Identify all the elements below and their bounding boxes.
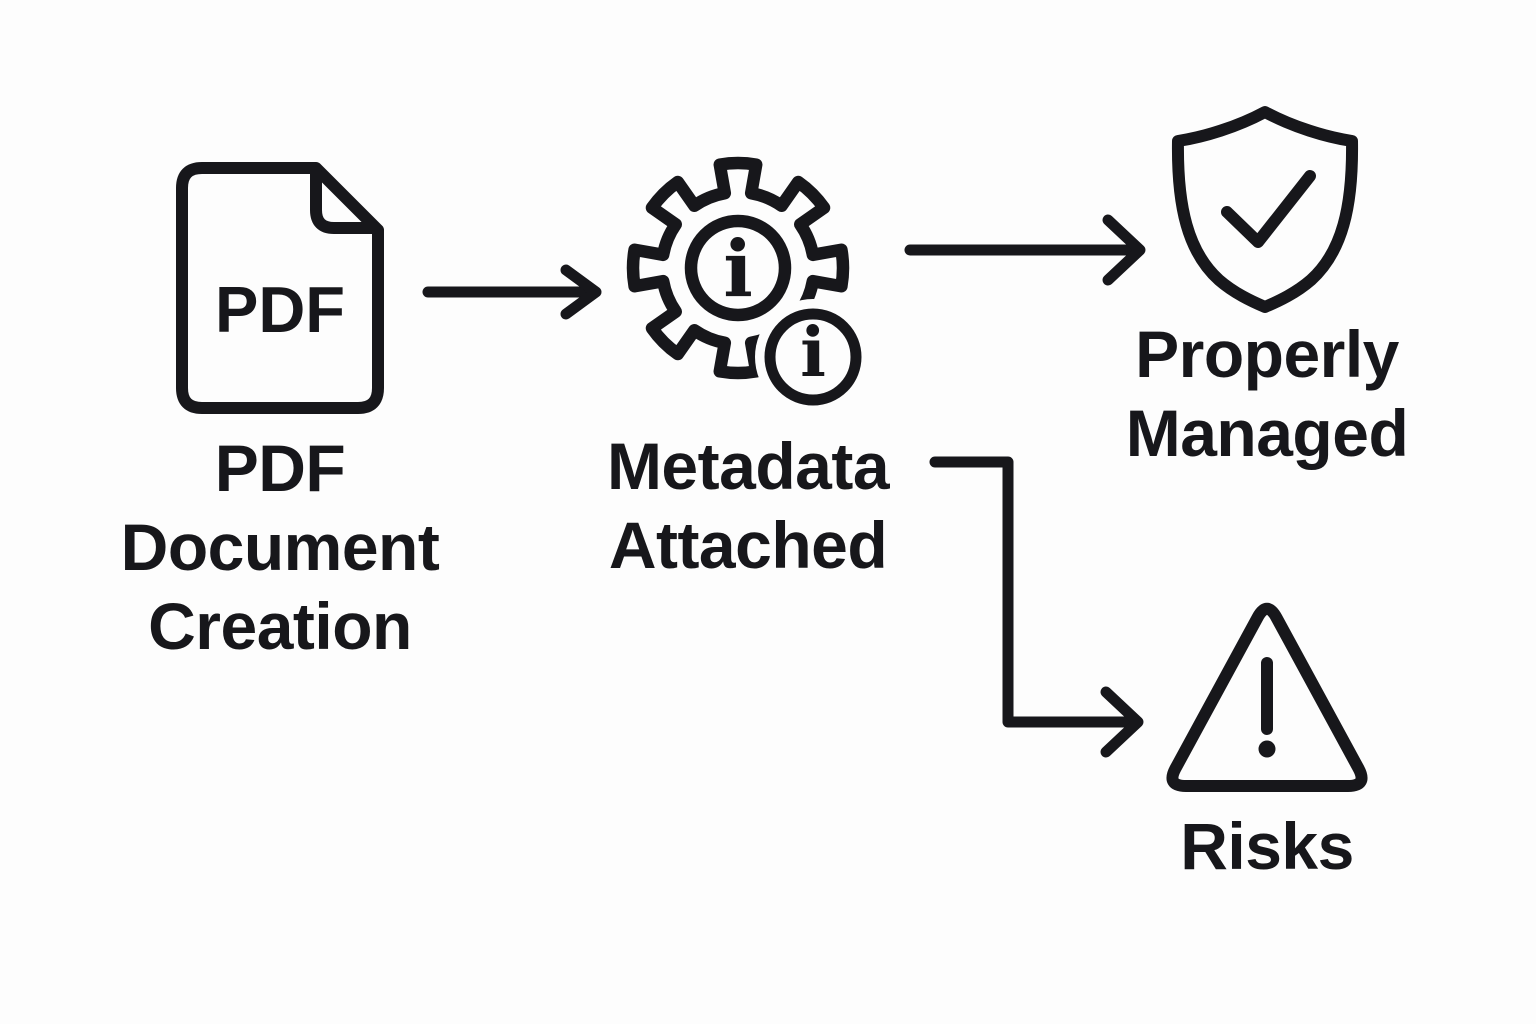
pdf-label-line-1: PDF xyxy=(214,431,346,505)
metadata-node-label: Metadata Attached xyxy=(523,427,973,585)
document-fold xyxy=(310,166,380,234)
managed-node-label: Properly Managed xyxy=(1042,315,1492,473)
managed-label-line-1: Properly xyxy=(1135,317,1399,391)
check-icon xyxy=(1221,170,1316,248)
warning-triangle-icon xyxy=(1166,602,1368,792)
document-outline xyxy=(176,162,384,414)
pdf-label-line-3: Creation xyxy=(148,589,412,663)
arrow-metadata-to-risks xyxy=(929,456,1144,758)
arrow-head xyxy=(560,264,602,320)
triangle-outline xyxy=(1166,602,1368,792)
arrow-metadata-to-managed xyxy=(904,214,1146,286)
shield-check-icon xyxy=(1171,106,1359,313)
info-glyph-small: i xyxy=(800,313,826,393)
metadata-label-line-1: Metadata xyxy=(606,429,890,503)
arrow-pdf-to-metadata xyxy=(422,264,602,320)
shield-outline xyxy=(1171,106,1359,313)
arrow-head xyxy=(1100,686,1144,758)
risks-node-label: Risks xyxy=(1042,807,1492,886)
pdf-document-icon: PDF xyxy=(176,162,384,414)
pdf-node-label: PDF Document Creation xyxy=(55,429,505,666)
gear-outline xyxy=(626,156,850,380)
info-badge-circle xyxy=(764,308,862,406)
gear-inner-circle xyxy=(684,214,792,322)
info-glyph-large: i xyxy=(723,224,753,315)
risks-label-line-1: Risks xyxy=(1180,809,1354,883)
managed-label-line-2: Managed xyxy=(1125,396,1409,470)
gear-info-icon: i i xyxy=(626,156,871,415)
arrow-head xyxy=(1102,214,1146,286)
pdf-label-line-2: Document xyxy=(120,510,440,584)
metadata-label-line-2: Attached xyxy=(608,508,888,582)
exclamation-dot xyxy=(1258,740,1276,758)
document-pdf-text: PDF xyxy=(215,273,345,346)
elbow-arrow-shaft xyxy=(929,456,1138,728)
